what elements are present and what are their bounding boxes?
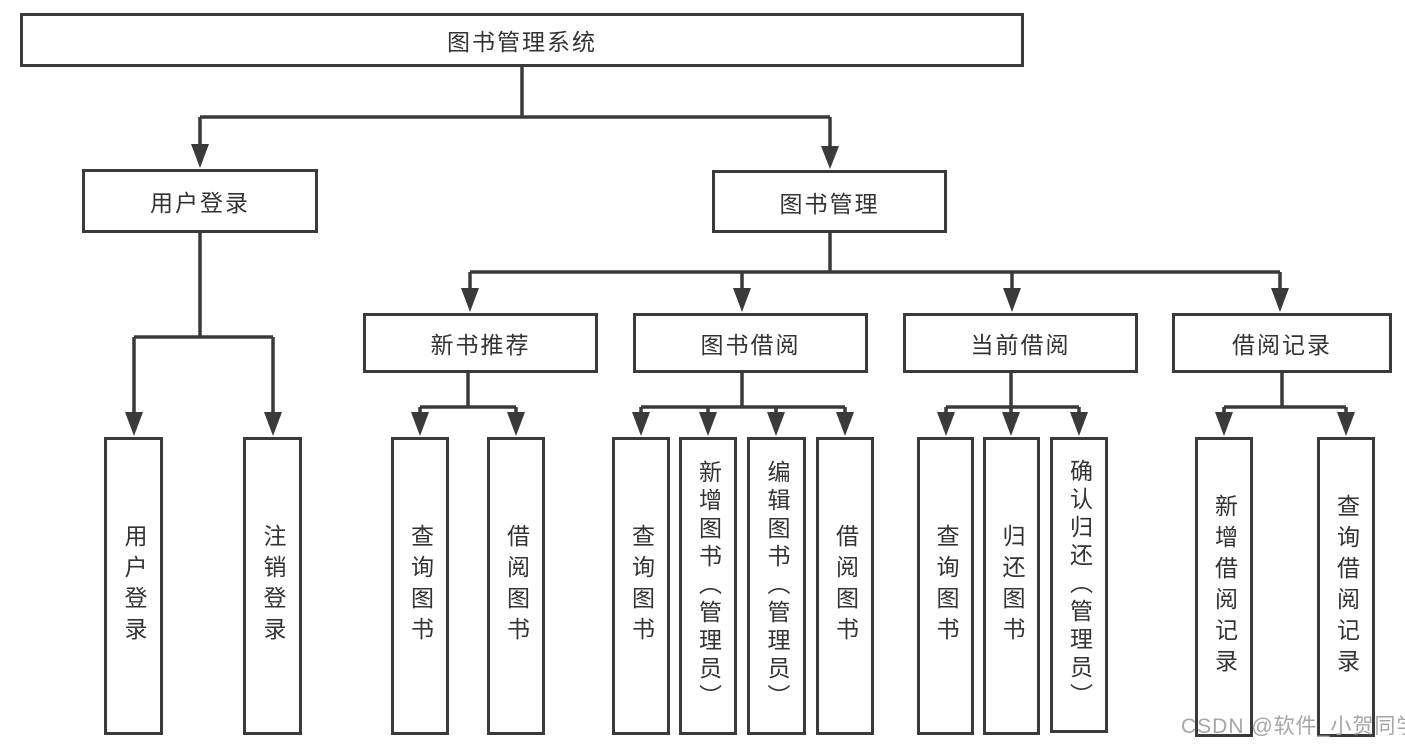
leaf-logout-label: 注销登录 xyxy=(260,524,286,648)
leaf-borrow-books: 借阅图书 xyxy=(816,437,874,735)
leaf-query-borrow-record-label: 查询借阅记录 xyxy=(1333,494,1360,680)
leaf-borrow-books-recommend-label: 借阅图书 xyxy=(503,524,530,648)
leaf-query-books-borrow-label: 查询图书 xyxy=(628,524,655,648)
branch-book-borrow xyxy=(632,373,854,436)
node-new-book-recommend: 新书推荐 xyxy=(363,313,598,373)
node-book-borrow: 图书借阅 xyxy=(633,313,868,373)
leaf-add-book-admin-label: 新增图书（管理员） xyxy=(695,460,722,712)
leaf-logout: 注销登录 xyxy=(243,437,302,735)
leaf-query-borrow-record: 查询借阅记录 xyxy=(1317,437,1375,737)
leaf-user-login: 用户登录 xyxy=(104,437,163,735)
node-user-login-module: 用户登录 xyxy=(82,169,318,233)
leaf-add-borrow-record-label: 新增借阅记录 xyxy=(1211,494,1238,680)
branch-borrow-records xyxy=(1215,373,1355,436)
leaf-query-books-current: 查询图书 xyxy=(917,437,974,735)
leaf-confirm-return-admin-label: 确认归还（管理员） xyxy=(1066,459,1093,711)
leaf-return-book-label: 归还图书 xyxy=(999,524,1025,648)
leaf-user-login-label: 用户登录 xyxy=(121,524,147,648)
leaf-query-books-recommend-label: 查询图书 xyxy=(407,524,434,648)
node-book-management: 图书管理 xyxy=(712,170,947,233)
branch-current-borrow xyxy=(937,373,1088,436)
leaf-return-book: 归还图书 xyxy=(983,437,1040,735)
csdn-watermark: CSDN @软件_小贺同学 xyxy=(1181,715,1405,738)
branch-root xyxy=(191,67,839,169)
node-current-borrow: 当前借阅 xyxy=(903,313,1138,373)
leaf-query-books-recommend: 查询图书 xyxy=(391,437,449,735)
leaf-edit-book-admin: 编辑图书（管理员） xyxy=(747,437,806,735)
branch-user-login xyxy=(125,233,282,436)
leaf-borrow-books-recommend: 借阅图书 xyxy=(487,437,545,735)
branch-book-management xyxy=(461,233,1289,312)
leaf-edit-book-admin-label: 编辑图书（管理员） xyxy=(764,460,790,712)
leaf-query-books-current-label: 查询图书 xyxy=(933,524,959,648)
leaf-confirm-return-admin: 确认归还（管理员） xyxy=(1050,437,1108,733)
branch-new-book xyxy=(411,373,525,436)
node-borrow-records: 借阅记录 xyxy=(1172,313,1392,373)
leaf-query-books-borrow: 查询图书 xyxy=(612,437,670,735)
leaf-add-book-admin: 新增图书（管理员） xyxy=(679,437,737,735)
leaf-borrow-books-label: 借阅图书 xyxy=(832,524,859,648)
node-system-root: 图书管理系统 xyxy=(20,13,1024,67)
leaf-add-borrow-record: 新增借阅记录 xyxy=(1195,437,1253,737)
